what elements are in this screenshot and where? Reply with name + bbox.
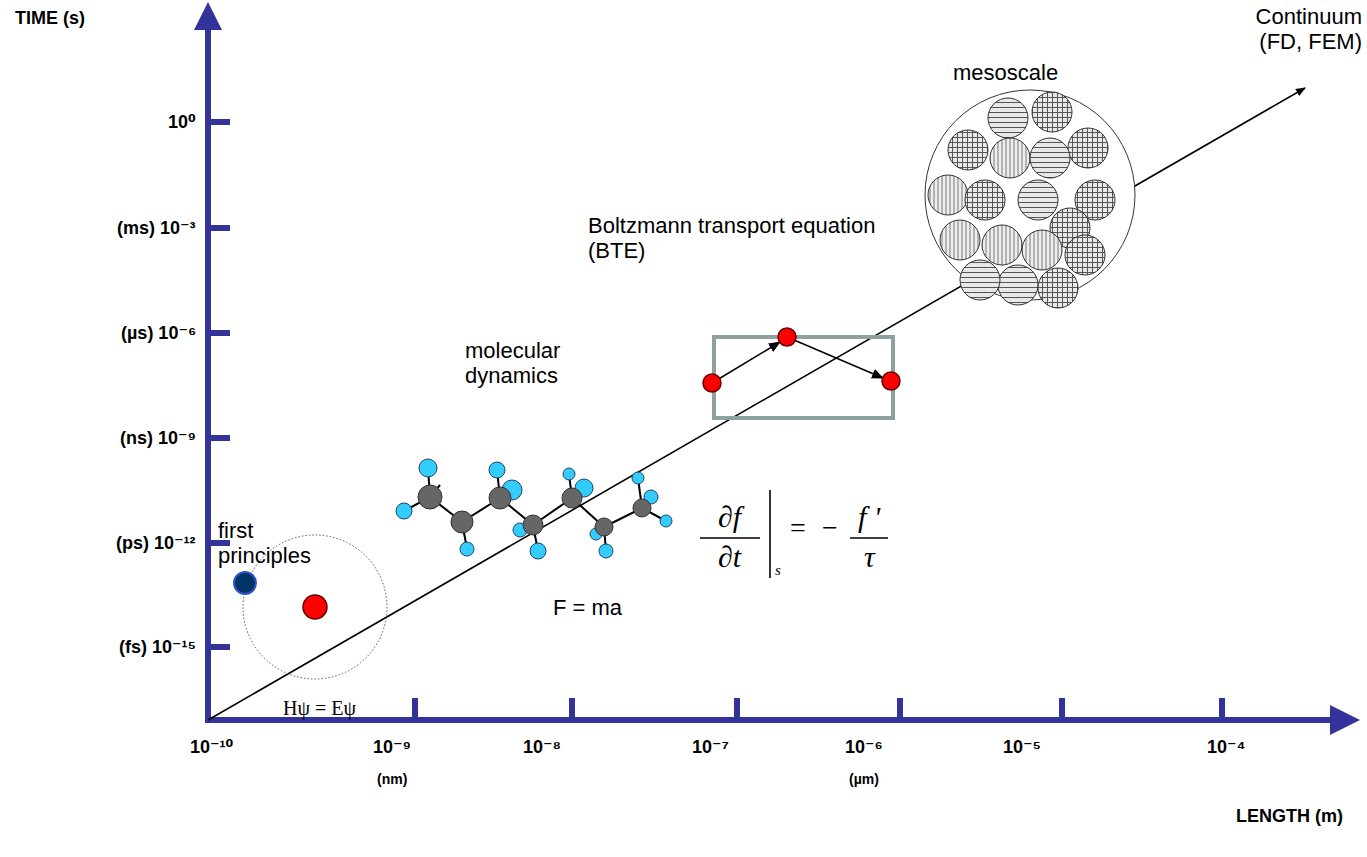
tick-label: (ms) 10⁻³ — [117, 218, 196, 239]
unit-label: (nm) — [377, 771, 407, 787]
scale-label: molecular dynamics — [465, 338, 605, 389]
grain — [960, 260, 1000, 300]
tick-label: (ns) 10⁻⁹ — [120, 428, 196, 449]
equation-part: ∂t — [718, 540, 741, 575]
scale-label: mesoscale — [953, 60, 1058, 85]
equation-part: = — [790, 512, 806, 544]
unit-label: (µm) — [849, 771, 879, 787]
tick-label: (fs) 10⁻¹⁵ — [119, 637, 196, 658]
grain — [1022, 230, 1062, 270]
axis-title: LENGTH (m) — [1236, 806, 1343, 827]
equation-part: − — [822, 512, 838, 544]
tick-label: (µs) 10⁻⁶ — [121, 323, 196, 344]
grain — [948, 130, 988, 170]
grain — [982, 225, 1022, 265]
equation-part: ∂f — [718, 500, 741, 535]
tick-label: 10⁻⁶ — [845, 737, 883, 758]
grain — [1065, 235, 1105, 275]
tick-label: (ps) 10⁻¹² — [116, 533, 196, 554]
tick-label: 10⁻⁷ — [692, 737, 729, 758]
grain — [928, 175, 968, 215]
tick-label: 10⁻⁴ — [1207, 737, 1245, 758]
scale-label: Boltzmann transport equation (BTE) — [588, 213, 888, 264]
grain — [998, 265, 1038, 305]
tick-label: 10⁻¹⁰ — [190, 737, 233, 758]
grain — [1030, 138, 1070, 178]
grain — [965, 180, 1005, 220]
grain — [1068, 128, 1108, 168]
tick-label: 10⁻⁵ — [1003, 737, 1041, 758]
equation-part: τ — [864, 540, 875, 575]
tick-label: 10⁻⁸ — [523, 737, 561, 758]
grain — [1018, 180, 1058, 220]
grain — [940, 220, 980, 260]
grain — [988, 98, 1028, 138]
tick-label: 10⁻⁹ — [373, 737, 411, 758]
equation-part: f ' — [858, 500, 880, 535]
grain — [1038, 268, 1078, 308]
scale-label: Continuum (FD, FEM) — [1244, 4, 1362, 55]
grain — [990, 138, 1030, 178]
axis-title: TIME (s) — [15, 8, 85, 29]
equation: Hψ = Eψ — [283, 697, 356, 720]
equation: F = ma — [553, 595, 622, 620]
equation-part: s — [775, 562, 781, 579]
tick-label: 10⁰ — [168, 112, 196, 133]
grain — [1032, 92, 1072, 132]
scale-label: first principles — [218, 518, 328, 569]
